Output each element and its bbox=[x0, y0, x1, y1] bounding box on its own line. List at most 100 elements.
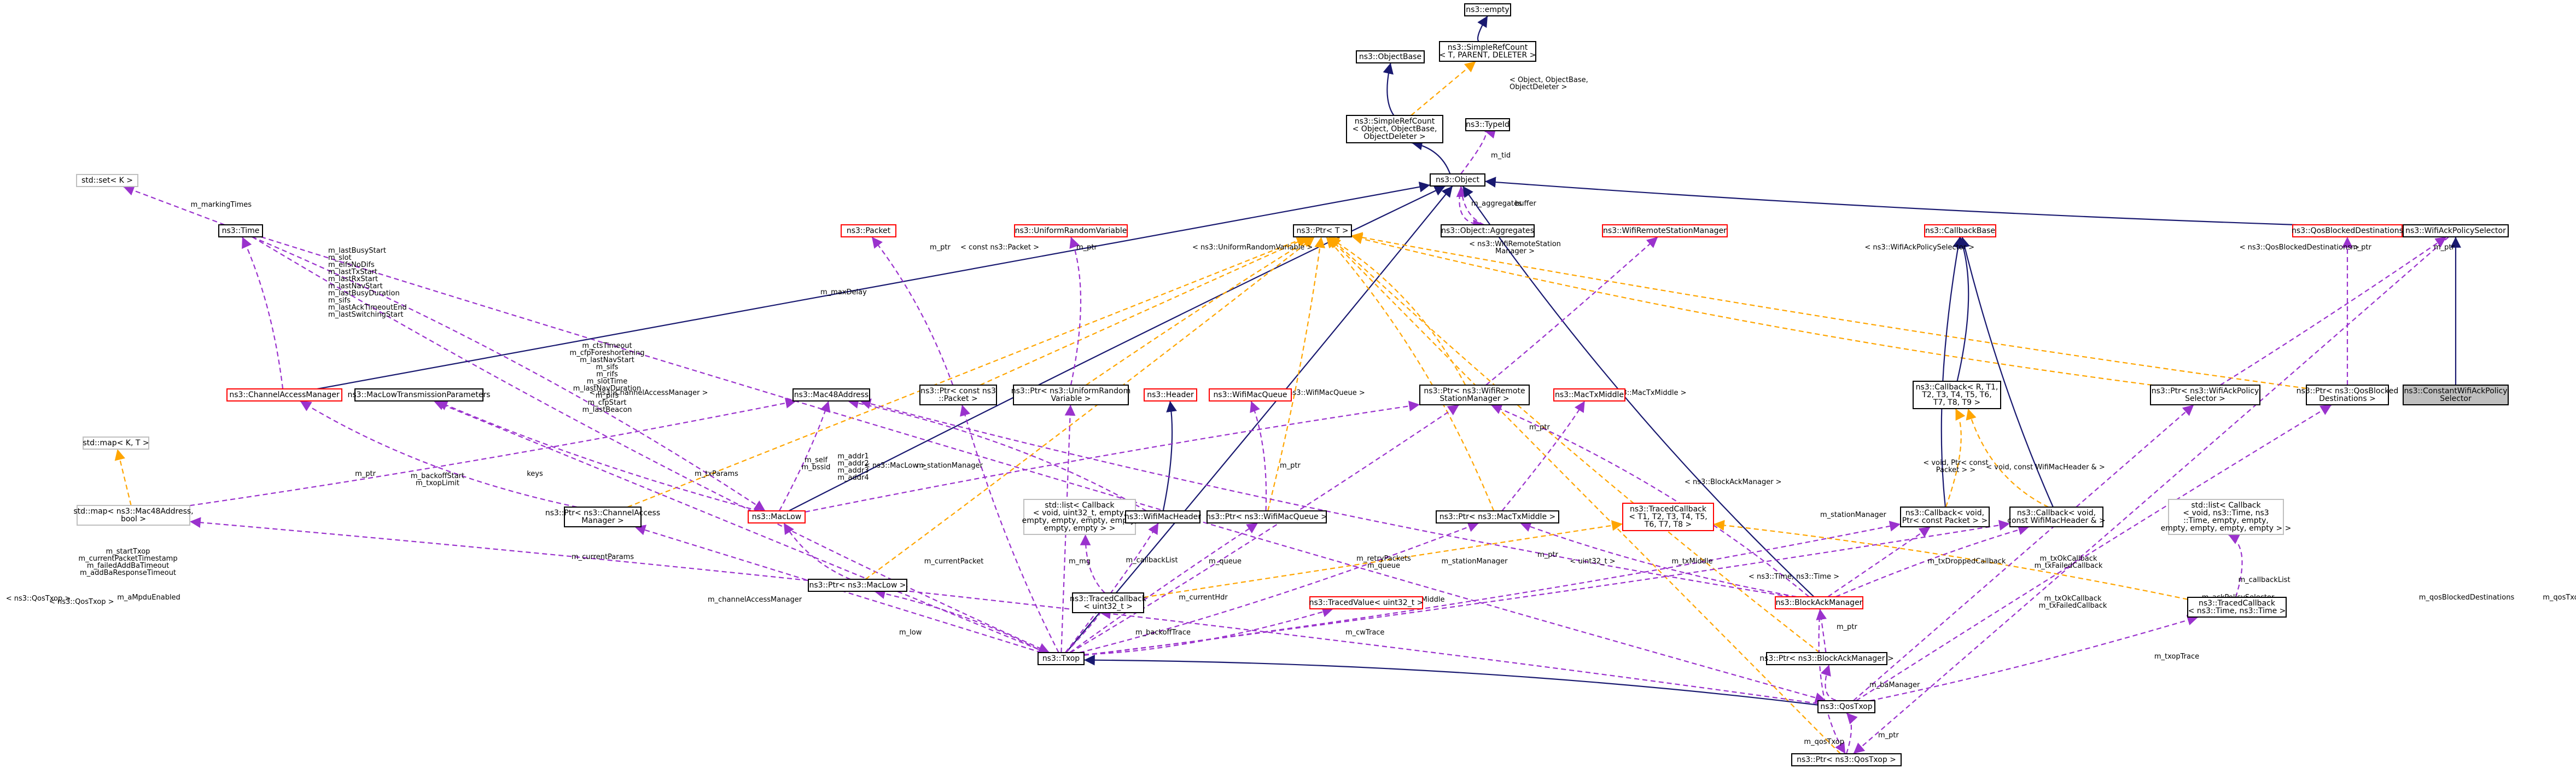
class-node-label: ns3::UniformRandomVariable bbox=[1015, 226, 1127, 235]
edge-maclow-to-mltp bbox=[436, 400, 760, 512]
class-node-stdmapMac[interactable]: std::map< ns3::Mac48Address,bool > bbox=[73, 505, 194, 526]
edge-label: m_lastRxStart bbox=[328, 275, 378, 283]
class-node-qbd[interactable]: ns3::QosBlockedDestinations bbox=[2292, 224, 2403, 237]
edge-label: Packet > > bbox=[1936, 466, 1976, 474]
class-node-wrsm[interactable]: ns3::WifiRemoteStationManager bbox=[1602, 224, 1728, 237]
edge-wasel-to-ptrqos bbox=[1852, 236, 2450, 754]
class-node-tcbu32[interactable]: ns3::TracedCallback< uint32_t > bbox=[1070, 592, 1147, 613]
class-node-tcbT[interactable]: ns3::TracedCallback< T1, T2, T3, T4, T5,… bbox=[1622, 503, 1714, 531]
class-node-stdlistcb[interactable]: std::list< Callback< void, uint32_t, emp… bbox=[1022, 499, 1138, 535]
class-node-maclow[interactable]: ns3::MacLow bbox=[748, 510, 806, 523]
class-node-ptrmaclow[interactable]: ns3::Ptr< ns3::MacLow > bbox=[808, 579, 907, 592]
class-node-typeid[interactable]: ns3::TypeId bbox=[1465, 118, 1510, 131]
class-node-box bbox=[919, 385, 997, 405]
edge-ptrurv-to-ptrT bbox=[1085, 236, 1314, 386]
edge-label: m_backoffStart bbox=[411, 472, 464, 480]
class-node-ptrwasel[interactable]: ns3::Ptr< ns3::WifiAckPolicySelector > bbox=[2150, 385, 2260, 405]
edge-qostxop-to-tcbtt bbox=[1869, 615, 2199, 702]
class-node-label: ns3::WifiMacHeader bbox=[1124, 513, 1201, 521]
class-node-stdmapKT[interactable]: std::map< K, T > bbox=[83, 437, 149, 450]
edge-ptrbam-to-bam bbox=[1816, 608, 1827, 653]
edge-qostxop-to-ptrwasel bbox=[1852, 404, 2195, 701]
class-node-objbase[interactable]: ns3::ObjectBase bbox=[1356, 50, 1425, 63]
edge-label: m_queue bbox=[1209, 557, 1242, 566]
class-node-box bbox=[2403, 224, 2509, 237]
class-node-mltp[interactable]: ns3::MacLowTransmissionParameters bbox=[347, 388, 491, 402]
class-node-cbvhdr[interactable]: ns3::Callback< void,const WifiMacHeader … bbox=[2007, 507, 2106, 527]
edge-ptrwasel-to-ptrT bbox=[1351, 233, 2153, 386]
class-node-ptrpkt[interactable]: ns3::Ptr< const ns3::Packet > bbox=[919, 385, 997, 405]
class-node-box bbox=[1464, 3, 1511, 16]
class-node-box bbox=[1775, 596, 1863, 609]
class-node-label: ns3::Ptr< ns3::WifiAckPolicy bbox=[2152, 387, 2259, 395]
class-node-cbbase[interactable]: ns3::CallbackBase bbox=[1924, 224, 1996, 237]
class-node-time[interactable]: ns3::Time bbox=[218, 224, 263, 237]
class-node-object[interactable]: ns3::Object bbox=[1430, 173, 1485, 187]
class-node-label: ns3::Object bbox=[1436, 176, 1480, 184]
edge-label: < ns3::MacTxMiddle > bbox=[1606, 389, 1687, 397]
class-node-mtm[interactable]: ns3::MacTxMiddle bbox=[1553, 388, 1625, 402]
class-node-bam[interactable]: ns3::BlockAckManager bbox=[1775, 596, 1863, 609]
edge-qostxop-to-ptrqbd bbox=[1856, 404, 2332, 701]
class-node-box bbox=[2150, 385, 2260, 405]
class-node-label: ns3::empty bbox=[1466, 5, 1509, 14]
class-node-label: empty, empty > > bbox=[1044, 524, 1115, 533]
class-node-ptrqos[interactable]: ns3::Ptr< ns3::QosTxop > bbox=[1791, 753, 1902, 766]
class-node-label: ns3::SimpleRefCount bbox=[1448, 43, 1528, 52]
class-node-tcbtt[interactable]: ns3::TracedCallback< ns3::Time, ns3::Tim… bbox=[2187, 597, 2287, 618]
class-node-ptrcam[interactable]: ns3::Ptr< ns3::ChannelAccessManager > bbox=[545, 507, 660, 527]
class-node-wasel[interactable]: ns3::WifiAckPolicySelector bbox=[2403, 224, 2509, 237]
class-node-wmq[interactable]: ns3::WifiMacQueue bbox=[1209, 388, 1292, 402]
class-node-box bbox=[2403, 385, 2509, 405]
class-node-box bbox=[1072, 592, 1144, 613]
edge-label: m_startTxop bbox=[106, 548, 150, 556]
class-node-packet[interactable]: ns3::Packet bbox=[841, 224, 896, 237]
edge-label: m_currentPacketTimestamp bbox=[78, 555, 177, 563]
class-node-ptrwrsm[interactable]: ns3::Ptr< ns3::WifiRemoteStationManager … bbox=[1419, 385, 1530, 405]
class-node-ptrurv[interactable]: ns3::Ptr< ns3::UniformRandomVariable > bbox=[1011, 385, 1131, 405]
edge-label: m_stationManager bbox=[1442, 557, 1508, 566]
edge-label: < ns3::QosTxop > bbox=[6, 595, 71, 603]
class-node-srcT[interactable]: ns3::SimpleRefCount< T, PARENT, DELETER … bbox=[1439, 41, 1536, 62]
class-node-label: ns3::ObjectBase bbox=[1359, 53, 1421, 61]
class-node-ptrT[interactable]: ns3::Ptr< T > bbox=[1293, 224, 1352, 237]
class-node-srcObj[interactable]: ns3::SimpleRefCount< Object, ObjectBase,… bbox=[1346, 115, 1443, 143]
class-node-wmh[interactable]: ns3::WifiMacHeader bbox=[1124, 510, 1201, 523]
class-node-urv[interactable]: ns3::UniformRandomVariable bbox=[1014, 224, 1128, 237]
class-node-cbvpkt[interactable]: ns3::Callback< void,Ptr< const Packet > … bbox=[1900, 507, 1990, 527]
class-node-aggr[interactable]: ns3::Object::Aggregates bbox=[1441, 224, 1535, 237]
class-node-qostxop[interactable]: ns3::QosTxop bbox=[1817, 700, 1875, 713]
edge-txop-to-ptrmtm bbox=[1079, 521, 1479, 654]
class-node-label: ns3::Ptr< ns3::WifiRemote bbox=[1424, 387, 1525, 395]
class-node-cam[interactable]: ns3::ChannelAccessManager bbox=[226, 388, 342, 402]
class-node-header[interactable]: ns3::Header bbox=[1144, 388, 1197, 402]
class-node-box bbox=[1309, 596, 1423, 609]
class-node-txop[interactable]: ns3::Txop bbox=[1038, 652, 1085, 665]
class-node-ptrwmq[interactable]: ns3::Ptr< ns3::WifiMacQueue > bbox=[1206, 510, 1327, 523]
class-node-label: ns3::Callback< R, T1, bbox=[1916, 383, 1998, 392]
class-node-box bbox=[83, 437, 149, 450]
class-node-cb9[interactable]: ns3::Callback< R, T1,T2, T3, T4, T5, T6,… bbox=[1913, 381, 2001, 409]
edge-srcObj-to-objbase bbox=[1383, 62, 1395, 116]
class-node-stdlistcb2[interactable]: std::list< Callback< void, ns3::Time, ns… bbox=[2161, 499, 2292, 535]
class-node-ptrmtm[interactable]: ns3::Ptr< ns3::MacTxMiddle > bbox=[1436, 510, 1559, 523]
edge-label: m_eifsNoDifs bbox=[328, 261, 375, 269]
class-node-tvu32[interactable]: ns3::TracedValue< uint32_t > bbox=[1309, 596, 1424, 609]
class-node-stdset[interactable]: std::set< K > bbox=[76, 174, 138, 187]
class-node-box bbox=[76, 174, 138, 187]
class-node-mac48[interactable]: ns3::Mac48Address bbox=[792, 388, 870, 402]
class-node-label: ObjectDeleter > bbox=[1363, 132, 1426, 141]
class-node-label: empty, empty, empty, empty > > bbox=[2161, 524, 2292, 533]
class-node-ptrbam[interactable]: ns3::Ptr< ns3::BlockAckManager > bbox=[1759, 652, 1894, 665]
class-node-box bbox=[1430, 173, 1485, 187]
class-node-ptrqbd[interactable]: ns3::Ptr< ns3::QosBlockedDestinations > bbox=[2297, 385, 2399, 405]
edge-label: m_channelAccessManager bbox=[708, 596, 802, 604]
edge-label: < ns3::MacLow > bbox=[864, 462, 926, 470]
class-node-label: ns3::Mac48Address bbox=[794, 391, 869, 399]
class-node-empty[interactable]: ns3::empty bbox=[1464, 3, 1511, 16]
edge-label: < void, Ptr< const bbox=[1923, 459, 1988, 467]
edge-srcObj-to-srcT bbox=[1411, 61, 1477, 116]
class-node-box bbox=[1441, 224, 1535, 237]
